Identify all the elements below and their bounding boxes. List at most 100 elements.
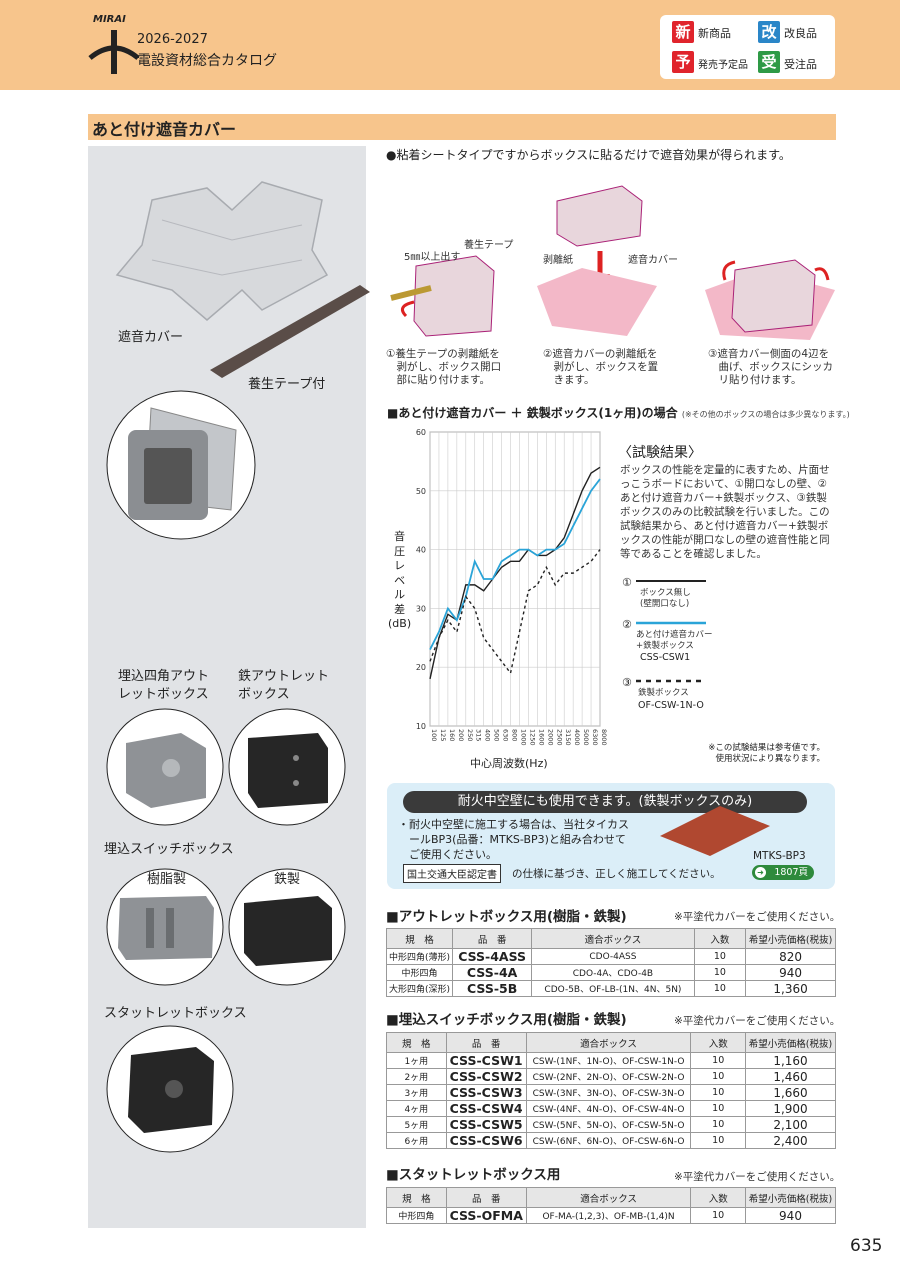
column-header: 規 格: [386, 1187, 447, 1208]
tape-step-label: 養生テープ: [464, 240, 514, 251]
price-cell: 1,160: [745, 1052, 836, 1069]
improved-label: 改良品: [784, 27, 817, 40]
mirai-logo-icon: [88, 30, 140, 74]
fireproof-heading: 耐火中空壁にも使用できます。(鉄製ボックスのみ): [403, 791, 807, 813]
y-tick-label: 40: [416, 546, 426, 555]
step1-illustration-icon: [390, 255, 495, 337]
resin-outlet-box-photo-icon: [106, 708, 224, 826]
outlet-iron-label: 鉄アウトレット ボックス: [238, 669, 330, 702]
x-tick-label: 1600: [537, 729, 545, 746]
catalog-year: 2026-2027: [137, 32, 208, 47]
page-number: 635: [850, 1236, 883, 1256]
quantity-cell: 10: [690, 1052, 746, 1069]
table-header-row: 規 格品 番適合ボックス入数希望小売価格(税抜): [386, 1187, 836, 1208]
planned-badge-icon: 予: [672, 51, 694, 73]
outlet-table-note: ※平塗代カバーをご使用ください。: [674, 911, 841, 923]
spec-cell: 2ヶ用: [386, 1068, 447, 1085]
x-tick-label: 500: [493, 729, 501, 741]
chart-ylabel: 音 圧 レ ベ ル 差 (dB): [388, 530, 412, 630]
section-title-bar: あと付け遮音カバー: [88, 114, 836, 140]
improved-badge-icon: 改: [758, 21, 780, 43]
x-tick-label: 160: [448, 729, 456, 741]
step2-illustration-icon: [537, 185, 657, 336]
quantity-cell: 10: [693, 964, 747, 981]
spec-cell: 中形四角(薄形): [385, 948, 454, 965]
tape-label: 養生テープ付: [248, 377, 326, 392]
y-tick-label: 10: [416, 722, 426, 731]
spec-cell: 4ヶ用: [386, 1100, 447, 1117]
product-legend: 新 新商品 改 改良品 予 発売予定品 受 受注品: [660, 15, 835, 79]
x-tick-label: 8000: [600, 729, 608, 746]
x-tick-label: 400: [484, 729, 492, 741]
part-number-cell: CSS-OFMA: [445, 1207, 527, 1224]
covered-box-photo-icon: [106, 390, 256, 540]
x-tick-label: 3150: [564, 729, 572, 746]
resin-switch-box-photo-icon: [106, 868, 224, 986]
compatible-box-cell: CDO-4A、CDO-4B: [531, 964, 695, 981]
series-line-3: [429, 549, 601, 675]
spec-cell: 1ヶ用: [386, 1052, 447, 1069]
column-header: 品 番: [452, 928, 533, 949]
compatible-box-cell: CSW-(3NF、3N-O)、OF-CSW-3N-O: [525, 1084, 692, 1101]
cert-badge: 国土交通大臣認定書: [403, 864, 501, 883]
spec-cell: 5ヶ用: [386, 1116, 447, 1133]
quantity-cell: 10: [693, 980, 747, 997]
x-tick-label: 2000: [546, 729, 554, 746]
stud-box-label: スタットレットボックス: [104, 1006, 247, 1021]
iron-switch-box-photo-icon: [228, 868, 346, 986]
brand-name: MIRAI: [93, 14, 126, 25]
protection-tape-icon: [210, 285, 370, 378]
price-cell: 820: [745, 948, 836, 965]
quantity-cell: 10: [690, 1100, 746, 1117]
legend-line-3-icon: [636, 679, 706, 683]
new-label: 新商品: [698, 27, 731, 40]
column-header: 希望小売価格(税抜): [745, 928, 836, 949]
price-cell: 1,660: [745, 1084, 836, 1101]
legend-line-2-icon: [636, 621, 706, 625]
spec-cell: 中形四角: [385, 964, 454, 981]
cover-step-label: 遮音カバー: [628, 255, 678, 266]
x-tick-label: 6300: [591, 729, 599, 746]
compatible-box-cell: CSW-(2NF、2N-O)、OF-CSW-2N-O: [525, 1068, 692, 1085]
part-number-cell: CSS-CSW4: [445, 1100, 527, 1117]
legend-num-2: ②: [622, 618, 632, 631]
graph-title: ■あと付け遮音カバー ＋ 鉄製ボックス(1ヶ用)の場合 (※その他のボックスの場…: [387, 406, 850, 420]
x-tick-label: 100: [430, 729, 438, 741]
plot-area: [429, 431, 601, 727]
x-tick-label: 630: [502, 729, 510, 741]
part-number-cell: CSS-4A: [452, 964, 533, 981]
price-cell: 940: [745, 1207, 836, 1224]
step2-caption: ②遮音カバーの剥離紙を 剥がし、ボックスを置 きます。: [543, 348, 659, 386]
spec-cell: 3ヶ用: [386, 1084, 447, 1101]
order-badge-icon: 受: [758, 51, 780, 73]
quantity-cell: 10: [693, 948, 747, 965]
page-reference-link[interactable]: 1807頁: [752, 865, 814, 880]
series-line-2: [429, 478, 601, 650]
planned-label: 発売予定品: [698, 60, 748, 71]
result-title: 〈試験結果〉: [618, 445, 702, 461]
legend-num-1: ①: [622, 576, 632, 589]
price-cell: 940: [745, 964, 836, 981]
arrow-right-icon: ➜: [755, 867, 766, 878]
stud-box-photo-icon: [106, 1025, 234, 1153]
catalog-title: 電設資材総合カタログ: [137, 53, 277, 69]
iron-label: 鉄製: [274, 872, 301, 887]
column-header: 規 格: [385, 928, 454, 949]
part-number-cell: CSS-CSW1: [445, 1052, 527, 1069]
price-cell: 2,400: [745, 1132, 836, 1149]
compatible-box-cell: CDO-4ASS: [531, 948, 695, 965]
column-header: 適合ボックス: [525, 1032, 692, 1053]
legend-text-2: あと付け遮音カバー +鉄製ボックス: [636, 630, 713, 651]
legend-code-2: CSS-CSW1: [640, 652, 691, 663]
column-header: 規 格: [386, 1032, 447, 1053]
compatible-box-cell: CSW-(4NF、4N-O)、OF-CSW-4N-O: [525, 1100, 692, 1117]
margin-label: 5㎜以上出す: [404, 252, 461, 263]
x-tick-label: 1000: [519, 729, 527, 746]
part-number-cell: CSS-CSW5: [445, 1116, 527, 1133]
column-header: 入数: [690, 1032, 746, 1053]
